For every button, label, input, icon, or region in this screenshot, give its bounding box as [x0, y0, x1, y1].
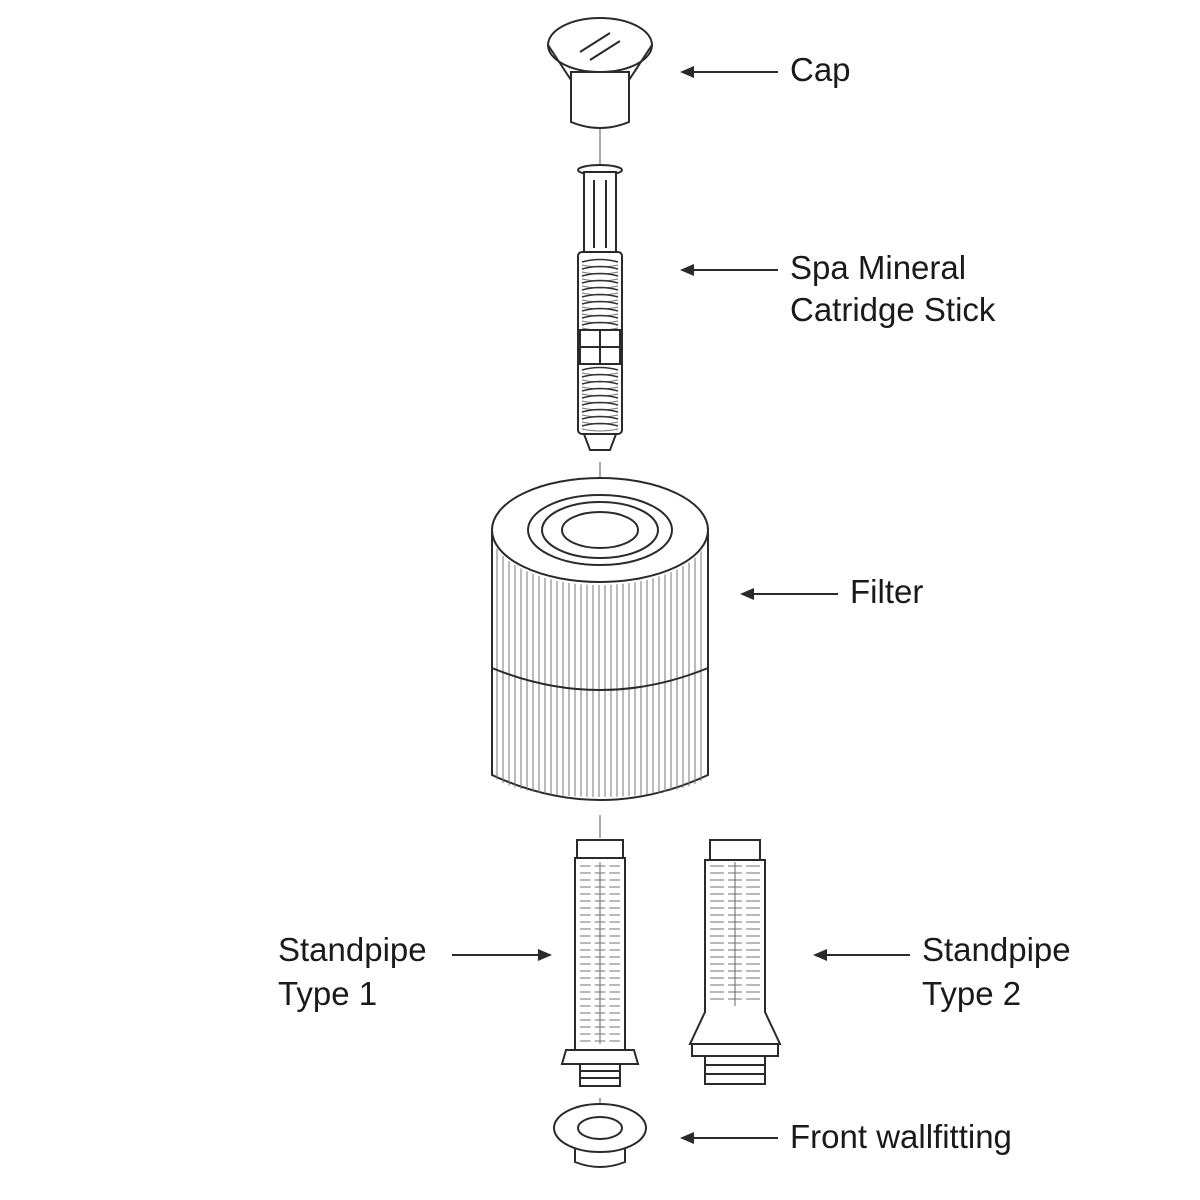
- arrow-standpipe2: [813, 949, 910, 961]
- label-wallfitting: Front wallfitting: [790, 1118, 1012, 1155]
- filter-pleats: [496, 548, 702, 797]
- cartridge-stick-part: [577, 164, 623, 451]
- label-cartridge-line2: Catridge Stick: [790, 291, 996, 328]
- standpipe-type2-slots: [710, 862, 760, 1006]
- wallfitting-part: [553, 1103, 647, 1168]
- label-standpipe2-line2: Type 2: [922, 975, 1022, 1012]
- label-standpipe2-line1: Standpipe: [922, 931, 1071, 968]
- arrow-filter: [740, 588, 838, 600]
- arrow-cartridge: [680, 264, 778, 276]
- label-cap: Cap: [790, 51, 851, 88]
- arrow-standpipe1: [452, 949, 552, 961]
- standpipe-type1-slots: [580, 862, 620, 1044]
- cartridge-mesh-lower: [581, 366, 619, 432]
- arrow-cap: [680, 66, 778, 78]
- label-standpipe1-line2: Type 1: [278, 975, 378, 1012]
- filter-part: [491, 477, 709, 801]
- label-cartridge-line1: Spa Mineral: [790, 249, 967, 286]
- label-standpipe1-line1: Standpipe: [278, 931, 427, 968]
- label-filter: Filter: [850, 573, 924, 610]
- standpipe-type1-part: [560, 839, 640, 1087]
- cap-part: [547, 17, 653, 129]
- cartridge-mesh-upper: [581, 258, 619, 331]
- standpipe-type2-part: [688, 839, 782, 1085]
- arrow-wallfitting: [680, 1132, 778, 1144]
